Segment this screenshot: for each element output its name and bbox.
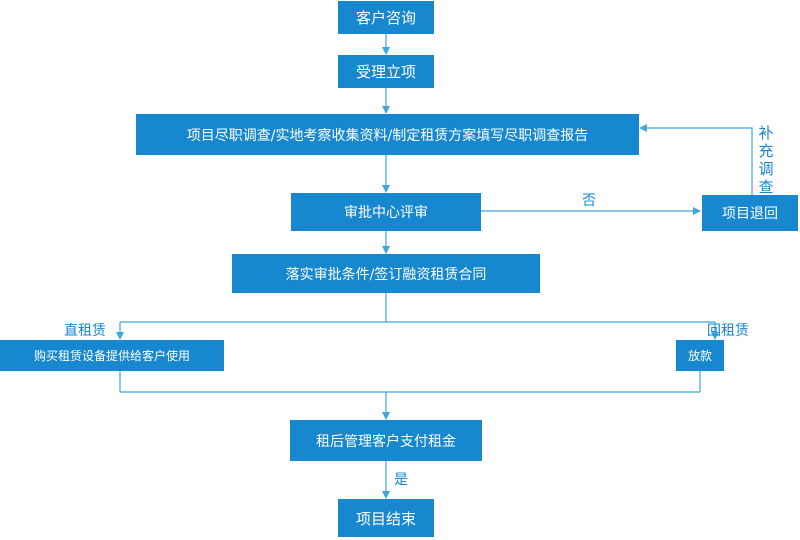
label-leaseback: 回租赁: [707, 323, 749, 339]
label-yes: 是: [394, 472, 408, 488]
node-rent-management: 租后管理客户支付租金: [290, 420, 482, 461]
node-project-returned: 项目退回: [702, 195, 798, 231]
label-supplement-investigation: 补充调查: [758, 124, 774, 196]
node-loan: 放款: [676, 340, 724, 371]
node-review-center: 审批中心评审: [291, 193, 481, 231]
node-due-diligence: 项目尽职调查/实地考察收集资料/制定租赁方案填写尽职调查报告: [136, 114, 639, 155]
node-accept-project: 受理立项: [338, 55, 434, 88]
node-customer-consult: 客户咨询: [338, 1, 434, 34]
label-no: 否: [582, 193, 596, 209]
node-sign-contract: 落实审批条件/签订融资租赁合同: [232, 254, 540, 293]
node-project-end: 项目结束: [338, 499, 434, 537]
node-purchase-equipment: 购买租赁设备提供给客户使用: [0, 340, 224, 371]
arrow-returned-to-diligence: [639, 124, 753, 195]
label-direct-lease: 直租赁: [64, 323, 106, 339]
